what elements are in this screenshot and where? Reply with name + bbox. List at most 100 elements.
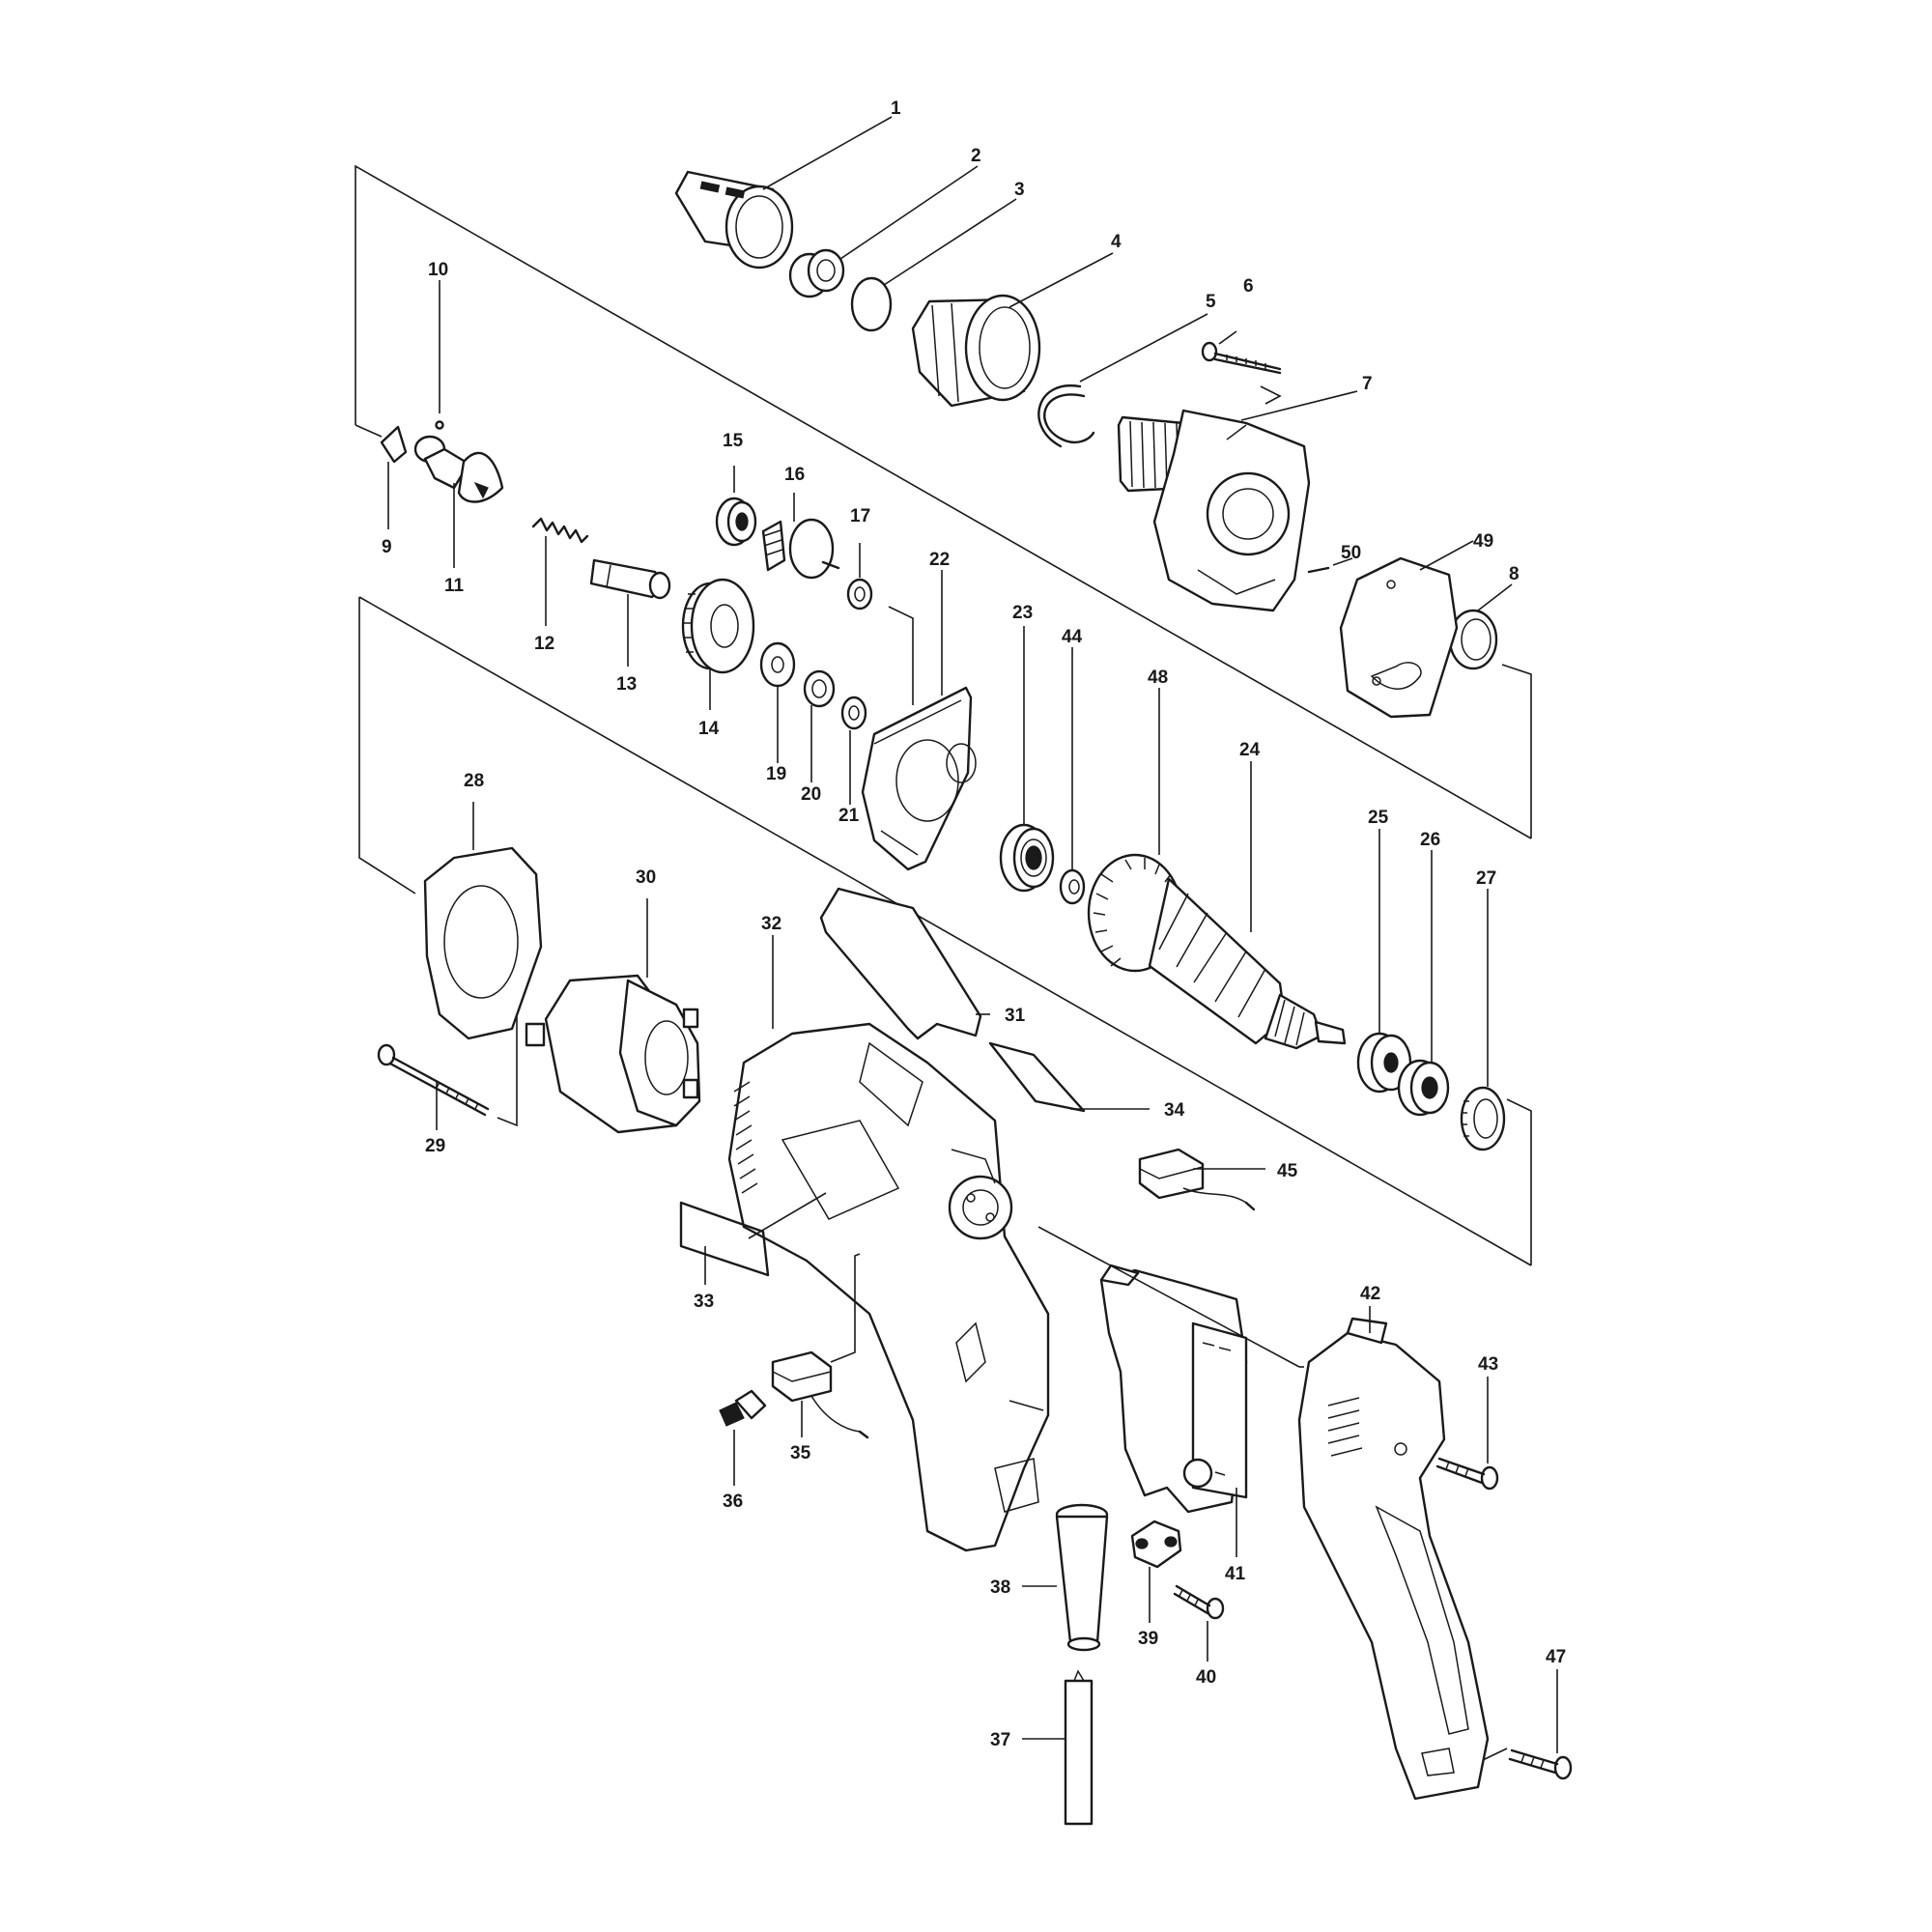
part-40-screw [1173, 1584, 1225, 1662]
callout-34: 34 [1164, 1100, 1185, 1121]
callout-45: 45 [1277, 1161, 1298, 1181]
part-45-brush-holder [1138, 1148, 1265, 1211]
part-3-o-ring [850, 198, 1017, 332]
part-15-bearing [715, 466, 757, 547]
callout-24: 24 [1239, 740, 1261, 760]
part-12-spring [531, 517, 589, 626]
part-33-label [679, 1192, 827, 1285]
part-10-steel-ball [435, 280, 444, 430]
callout-21: 21 [838, 806, 860, 826]
part-43-screw [1435, 1377, 1499, 1491]
callout-32: 32 [761, 914, 781, 934]
callout-31: 31 [1005, 1006, 1026, 1026]
assembly-frame-upper [355, 164, 1532, 839]
callout-6: 6 [1243, 276, 1254, 297]
part-41-switch [1099, 1264, 1248, 1557]
part-20-washer [803, 669, 836, 782]
part-2-nut [788, 165, 979, 298]
part-50-pin [1307, 557, 1353, 574]
callout-35: 35 [790, 1443, 811, 1463]
part-19-washer [759, 641, 796, 763]
part-38-strain-relief [1022, 1503, 1109, 1652]
assembly-frame-lower [358, 596, 1532, 1266]
callout-44: 44 [1062, 627, 1083, 647]
part-39-cord-clamp [1130, 1520, 1182, 1623]
callout-8: 8 [1509, 564, 1520, 584]
part-22-bearing-box [861, 570, 977, 871]
part-9-clip [380, 425, 408, 529]
part-27-ring [1460, 889, 1506, 1151]
part-17-washer [846, 543, 873, 611]
part-35-brush-holder [771, 1253, 869, 1439]
part-47-screw [1482, 1669, 1573, 1780]
callout-23: 23 [1012, 603, 1033, 623]
callout-14: 14 [698, 719, 720, 739]
callout-1: 1 [891, 99, 901, 119]
part-26-bearing [1397, 850, 1450, 1117]
callout-5: 5 [1206, 292, 1216, 312]
callout-10: 10 [428, 260, 448, 280]
part-1-sleeve [674, 116, 893, 270]
callout-48: 48 [1148, 668, 1168, 688]
callout-20: 20 [801, 784, 821, 805]
callout-19: 19 [766, 764, 786, 784]
part-37-cord [1022, 1669, 1094, 1826]
callout-36: 36 [723, 1492, 743, 1512]
part-16-pinion [761, 493, 840, 580]
part-31-hook [819, 887, 990, 1040]
callout-12: 12 [534, 634, 554, 654]
part-8-ring [1448, 583, 1513, 670]
callout-15: 15 [723, 431, 744, 451]
part-13-shaft [589, 558, 671, 667]
callout-47: 47 [1546, 1647, 1566, 1667]
callout-13: 13 [616, 674, 637, 695]
callout-49: 49 [1473, 531, 1493, 552]
callout-7: 7 [1362, 374, 1373, 394]
part-28-baffle-plate [423, 802, 543, 1040]
callout-38: 38 [990, 1577, 1010, 1598]
part-23-bearing [999, 626, 1055, 893]
callout-41: 41 [1225, 1564, 1246, 1584]
part-32-housing [727, 935, 1050, 1552]
callout-16: 16 [784, 465, 805, 485]
callout-33: 33 [694, 1292, 714, 1312]
callout-40: 40 [1196, 1667, 1216, 1688]
callout-9: 9 [382, 537, 392, 557]
callout-labels: 1 2 3 4 5 6 7 8 9 10 11 12 13 14 15 16 1… [382, 99, 1566, 1750]
part-25-bearing [1356, 829, 1412, 1094]
callout-25: 25 [1368, 808, 1389, 828]
callout-26: 26 [1420, 830, 1440, 850]
callout-39: 39 [1138, 1629, 1158, 1649]
callout-30: 30 [636, 867, 656, 888]
part-42-housing-cover [1037, 1226, 1490, 1801]
group-bracket-stator [497, 1009, 518, 1127]
callout-2: 2 [971, 146, 981, 166]
part-7-gear-housing [1117, 390, 1358, 612]
part-49-insulation [1339, 540, 1474, 719]
callout-28: 28 [464, 771, 484, 791]
callout-17: 17 [850, 506, 870, 526]
callout-22: 22 [929, 550, 950, 570]
callout-11: 11 [444, 576, 465, 596]
part-34-label [988, 1041, 1150, 1113]
part-29-bolt [377, 1043, 490, 1130]
part-21-washer [840, 696, 867, 805]
callout-29: 29 [425, 1136, 445, 1156]
part-5-ring-spring [1037, 313, 1208, 448]
part-36-carbon-brush [719, 1389, 767, 1486]
part-30-field [525, 898, 701, 1134]
callout-3: 3 [1014, 180, 1025, 200]
part-14-gear [681, 578, 755, 710]
part-24-armature [1087, 688, 1347, 1050]
callout-27: 27 [1476, 868, 1496, 889]
callout-4: 4 [1111, 232, 1122, 252]
part-6-screw [1201, 330, 1282, 375]
callout-43: 43 [1478, 1354, 1498, 1375]
callout-50: 50 [1341, 543, 1361, 563]
callout-37: 37 [990, 1730, 1010, 1750]
part-4-stopper-sleeve [911, 252, 1114, 408]
group-bracket-gear-cover [1260, 385, 1282, 405]
callout-42: 42 [1360, 1284, 1380, 1304]
part-11-spindle [413, 435, 504, 568]
